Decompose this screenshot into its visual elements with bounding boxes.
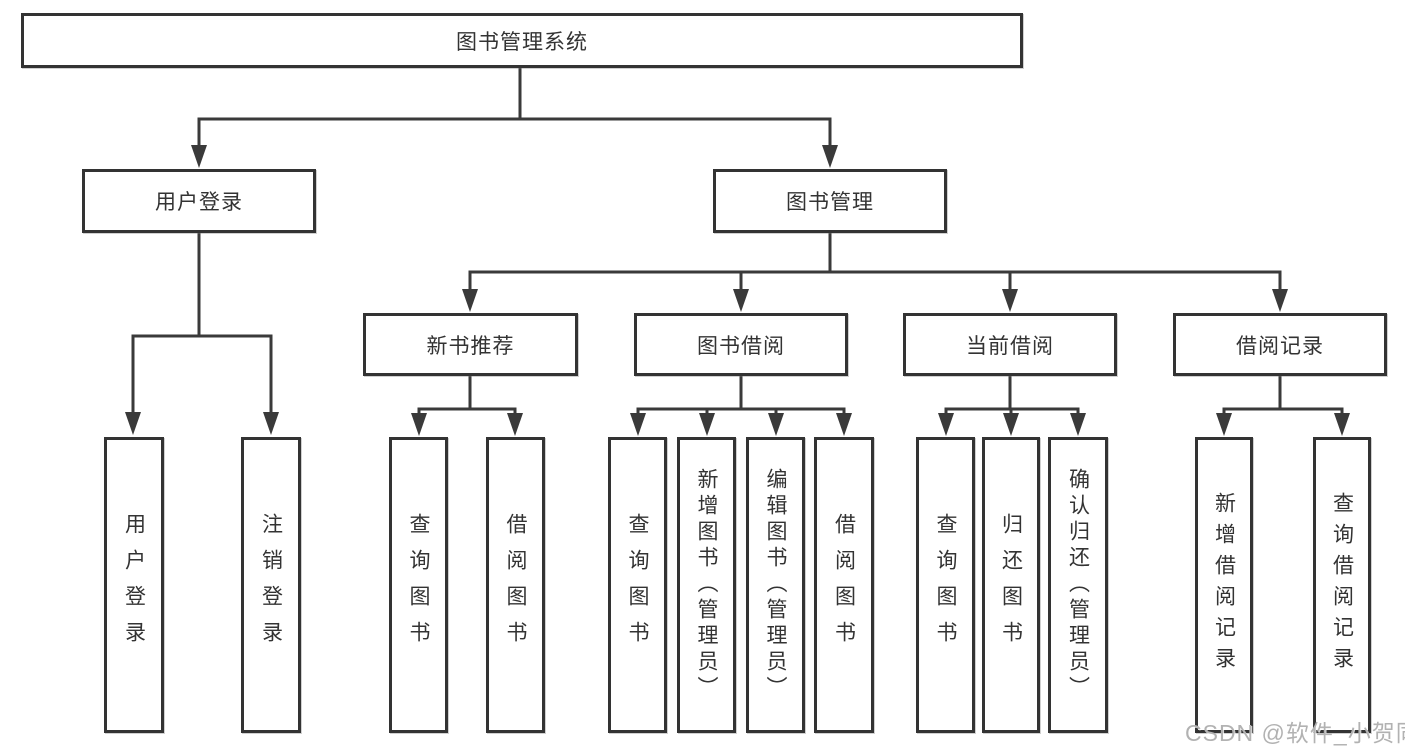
node-label: 归还图书	[999, 513, 1023, 657]
node-label: 查询借阅记录	[1330, 492, 1354, 678]
node-library-management-system: 图书管理系统	[21, 13, 1023, 68]
node-label: 图书管理系统	[456, 30, 588, 54]
node-label: 查询图书	[407, 513, 430, 657]
node-book-borrowing: 图书借阅	[634, 313, 848, 376]
node-label: 新增借阅记录	[1212, 492, 1236, 678]
node-user-login: 用户登录	[82, 169, 316, 233]
node-label: 新书推荐	[426, 334, 515, 358]
node-label: 图书管理	[786, 191, 874, 214]
node-label: 借阅图书	[504, 513, 527, 657]
node-leaf-add-borrow-record: 新增借阅记录	[1195, 437, 1253, 733]
node-leaf-edit-books-admin: 编辑图书（管理员）	[746, 437, 805, 733]
csdn-watermark: CSDN @软件_小贺同学	[1185, 720, 1405, 746]
node-label: 借阅记录	[1236, 334, 1324, 358]
node-leaf-confirm-return-admin: 确认归还（管理员）	[1048, 437, 1108, 733]
node-label: 借阅图书	[832, 513, 856, 657]
node-label: 查询图书	[934, 513, 957, 657]
node-leaf-add-books-admin: 新增图书（管理员）	[677, 437, 736, 733]
node-label: 查询图书	[626, 513, 649, 657]
node-book-management: 图书管理	[713, 169, 947, 233]
node-leaf-query-books-current: 查询图书	[916, 437, 975, 733]
node-leaf-query-borrow-record: 查询借阅记录	[1313, 437, 1371, 733]
node-label: 编辑图书（管理员）	[764, 468, 787, 702]
node-borrowing-records: 借阅记录	[1173, 313, 1387, 376]
node-leaf-query-books-borrowing: 查询图书	[608, 437, 667, 733]
node-leaf-borrow-books-recommend: 借阅图书	[486, 437, 545, 733]
node-leaf-query-books-recommend: 查询图书	[389, 437, 448, 733]
node-label: 新增图书（管理员）	[695, 468, 718, 702]
node-label: 用户登录	[122, 513, 146, 657]
node-current-borrowing: 当前借阅	[903, 313, 1117, 376]
node-leaf-return-books: 归还图书	[982, 437, 1040, 733]
node-leaf-logout: 注销登录	[241, 437, 301, 733]
node-label: 注销登录	[259, 513, 283, 657]
node-leaf-user-login: 用户登录	[104, 437, 164, 733]
node-new-book-recommendation: 新书推荐	[363, 313, 578, 376]
arrowheads	[125, 145, 1350, 436]
node-label: 当前借阅	[966, 334, 1054, 358]
node-label: 用户登录	[155, 191, 243, 214]
node-label: 确认归还（管理员）	[1066, 468, 1090, 702]
node-label: 图书借阅	[697, 334, 785, 358]
node-leaf-borrow-books: 借阅图书	[814, 437, 874, 733]
